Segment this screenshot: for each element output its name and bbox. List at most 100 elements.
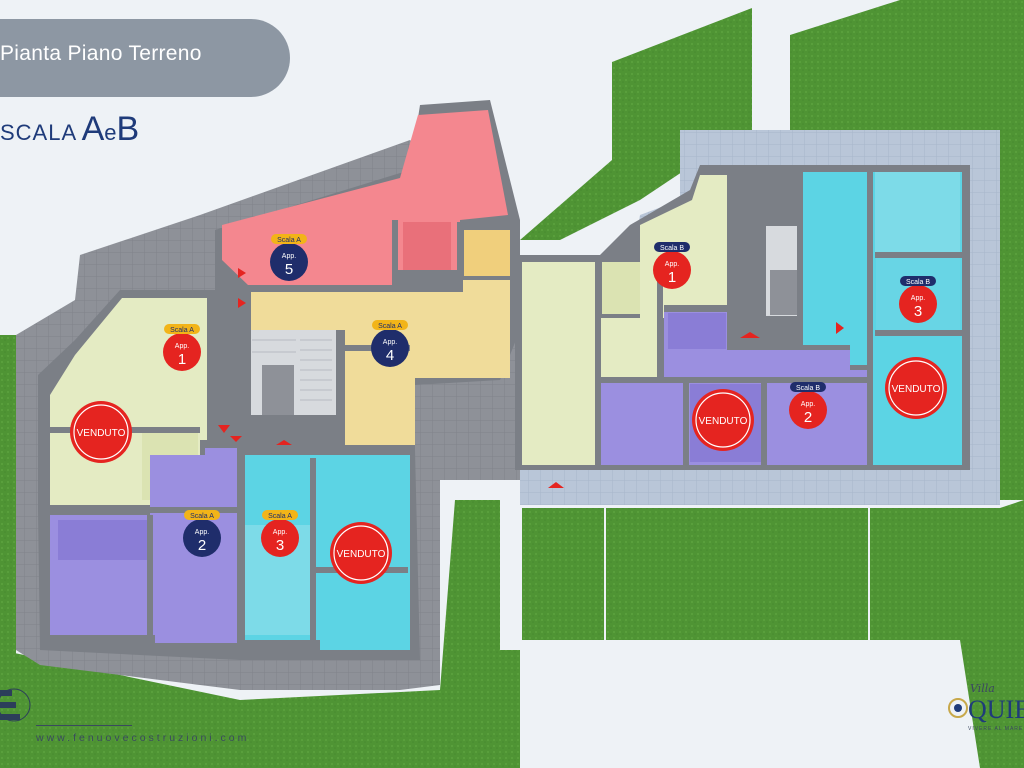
app-number: 5 [285, 261, 293, 278]
apartment-badge-circle [270, 243, 308, 281]
apartment-badge[interactable]: Scala A App.2 [183, 510, 221, 557]
garden-bottom-left [0, 500, 520, 768]
apartment-badge-circle [371, 329, 409, 367]
sold-label: VENDUTO [699, 416, 748, 427]
scala-e: e [104, 120, 117, 145]
title-pill [0, 19, 290, 97]
scala-tag [271, 234, 307, 244]
brand-tagline: VIVERE AL MARE [968, 726, 1023, 732]
apartment-badge[interactable]: Scala A App.4 [371, 320, 409, 367]
sold-stamps: VENDUTO VENDUTO VENDUTO VENDUTO [70, 357, 947, 584]
app-number: 4 [386, 347, 394, 364]
scala-tag [372, 320, 408, 330]
sold-stamp-ring [695, 392, 751, 448]
stair-a-steps [252, 339, 332, 401]
scala-tag-label: Scala A [268, 513, 292, 520]
brand-name: QUIES [968, 695, 1024, 724]
room-b-pale-wing [522, 262, 660, 465]
app-label: App. [383, 339, 397, 346]
sold-stamp-circle [70, 401, 132, 463]
garden-left [0, 335, 16, 660]
garden-top-right [790, 0, 1024, 500]
app-label: App. [273, 529, 287, 536]
apartment-badge[interactable]: Scala A App.1 [163, 324, 201, 371]
garden-plot-1 [522, 508, 604, 640]
scala-tag-label: Scala A [170, 327, 194, 334]
app-label: App. [801, 401, 815, 408]
sold-stamp-circle [885, 357, 947, 419]
sold-stamp: VENDUTO [885, 357, 947, 419]
page-title: Pianta Piano Terreno [0, 42, 202, 65]
sold-stamp: VENDUTO [330, 522, 392, 584]
app-number: 1 [178, 351, 186, 368]
garden-top-center [612, 8, 752, 160]
app-number: 2 [198, 537, 206, 554]
scala-tag-label: Scala B [906, 279, 930, 286]
apartment-badge[interactable]: Scala B App.3 [899, 276, 937, 323]
scala-tag-label: Scala B [796, 385, 820, 392]
apartment-badge-circle [899, 285, 937, 323]
sold-label: VENDUTO [77, 428, 126, 439]
room-b-app2-purple-inner [668, 313, 726, 349]
app-number: 3 [914, 303, 922, 320]
apartment-badge-circle [789, 391, 827, 429]
app-label: App. [665, 261, 679, 268]
apartment-badge-circle [261, 519, 299, 557]
walls-b-inner [595, 172, 962, 468]
sold-stamp-ring [73, 404, 129, 460]
room-app4-yellow-upper [464, 230, 510, 276]
garden-plot-2 [606, 508, 868, 640]
scala-tag [790, 382, 826, 392]
apartment-badge-circle [183, 519, 221, 557]
scala-a: A [81, 110, 105, 148]
apartment-badge[interactable]: Scala B App.1 [653, 242, 691, 289]
garden-plot-3 [870, 500, 1024, 768]
scala-tag [164, 324, 200, 334]
sold-stamp: VENDUTO [692, 389, 754, 451]
room-b-app3-cyan-inner [875, 172, 960, 254]
website-link[interactable]: www.fenuovecostruzioni.com [36, 732, 250, 744]
brand-sun-icon [948, 698, 968, 718]
sold-label: VENDUTO [337, 549, 386, 560]
app-label: App. [282, 253, 296, 260]
entrance-markers [218, 268, 844, 488]
stair-a-well [262, 365, 294, 415]
sold-label: VENDUTO [892, 384, 941, 395]
sold-stamp-ring [333, 525, 389, 581]
apartment-badge-circle [163, 333, 201, 371]
app-number: 1 [668, 269, 676, 286]
scala-tag [184, 510, 220, 520]
app-label: App. [911, 295, 925, 302]
apartment-badge[interactable]: Scala A App.5 [270, 234, 308, 281]
room-app5-pink-inner [403, 222, 451, 270]
scala-tag-label: Scala A [190, 513, 214, 520]
website-divider [36, 725, 132, 726]
sold-stamp-circle [692, 389, 754, 451]
room-app2-purple-inner [58, 520, 148, 560]
brand-logo: Villa QUIES VIVERE AL MARE [948, 682, 1024, 732]
apartment-badge[interactable]: Scala B App.2 [789, 382, 827, 429]
app-number: 2 [804, 409, 812, 426]
sold-stamp-circle [330, 522, 392, 584]
app-number: 3 [276, 537, 284, 554]
sold-stamp: VENDUTO [70, 401, 132, 463]
app-label: App. [195, 529, 209, 536]
scala-tag [900, 276, 936, 286]
garden-lawn-mid [520, 160, 700, 240]
scala-heading: SCALA AeB [0, 110, 139, 149]
scala-tag-label: Scala B [660, 245, 684, 252]
scala-tag [654, 242, 690, 252]
sold-stamp-ring [888, 360, 944, 416]
app-label: App. [175, 343, 189, 350]
scala-prefix: SCALA [0, 120, 78, 145]
apartment-badge[interactable]: Scala A App.3 [261, 510, 299, 557]
scala-b: B [116, 110, 140, 148]
brand-villa: Villa [970, 682, 995, 695]
scala-tag-label: Scala A [378, 323, 402, 330]
scala-tag [262, 510, 298, 520]
scala-tag-label: Scala A [277, 237, 301, 244]
apartment-badge-circle [653, 251, 691, 289]
